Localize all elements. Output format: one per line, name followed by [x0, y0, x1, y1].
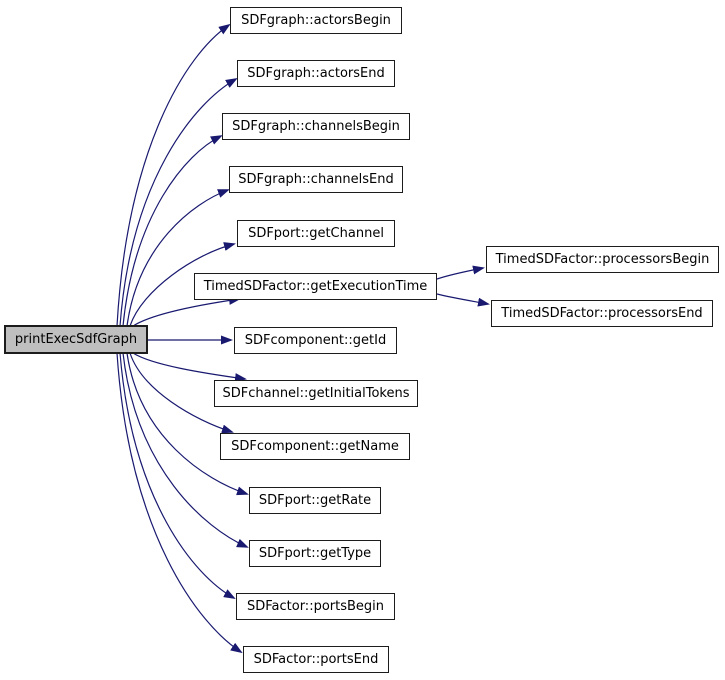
edge-printExecSdfGraph-to-channelsEnd — [126, 189, 230, 327]
edge-printExecSdfGraph-to-getRate — [126, 352, 249, 496]
edge-printExecSdfGraph-to-actorsBegin — [116, 23, 231, 327]
node-sdfactor-portsBegin[interactable]: SDFactor::portsBegin — [236, 593, 395, 620]
edge-printExecSdfGraph-to-getInitialTokens — [132, 352, 247, 383]
edge-printExecSdfGraph-to-getExecutionTime — [132, 295, 241, 327]
node-sdfport-getChannel[interactable]: SDFport::getChannel — [237, 220, 395, 247]
node-timedsdfactor-processorsEnd[interactable]: TimedSDFactor::processorsEnd — [491, 300, 713, 327]
node-timedsdfactor-getExecutionTime[interactable]: TimedSDFactor::getExecutionTime — [194, 273, 437, 300]
edge-printExecSdfGraph-to-actorsEnd — [119, 78, 238, 327]
edge-printExecSdfGraph-to-portsEnd — [116, 352, 243, 654]
edge-printExecSdfGraph-to-getChannel — [129, 242, 236, 327]
node-sdfactor-portsEnd[interactable]: SDFactor::portsEnd — [243, 646, 389, 673]
edge-printExecSdfGraph-to-channelsBegin — [122, 135, 223, 327]
node-sdfport-getType[interactable]: SDFport::getType — [249, 540, 381, 567]
node-sdfport-getRate[interactable]: SDFport::getRate — [249, 487, 381, 514]
node-sdfcomponent-getName[interactable]: SDFcomponent::getName — [220, 433, 410, 460]
node-sdfcomponent-getId[interactable]: SDFcomponent::getId — [234, 327, 397, 354]
node-sdfchannel-getInitialTokens[interactable]: SDFchannel::getInitialTokens — [214, 380, 418, 407]
edge-printExecSdfGraph-to-portsBegin — [119, 352, 236, 599]
node-timedsdfactor-processorsBegin[interactable]: TimedSDFactor::processorsBegin — [486, 246, 719, 273]
edge-printExecSdfGraph-to-getName — [129, 352, 234, 434]
node-printExecSdfGraph: printExecSdfGraph — [4, 325, 148, 354]
node-sdfgraph-channelsBegin[interactable]: SDFgraph::channelsBegin — [222, 113, 410, 140]
node-sdfgraph-channelsEnd[interactable]: SDFgraph::channelsEnd — [229, 166, 403, 193]
edge-getExecutionTime-to-processorsBegin — [436, 265, 485, 280]
edge-printExecSdfGraph-to-getType — [122, 352, 249, 548]
node-sdfgraph-actorsBegin[interactable]: SDFgraph::actorsBegin — [230, 7, 402, 34]
node-sdfgraph-actorsEnd[interactable]: SDFgraph::actorsEnd — [237, 60, 395, 87]
edge-getExecutionTime-to-processorsEnd — [436, 293, 490, 307]
